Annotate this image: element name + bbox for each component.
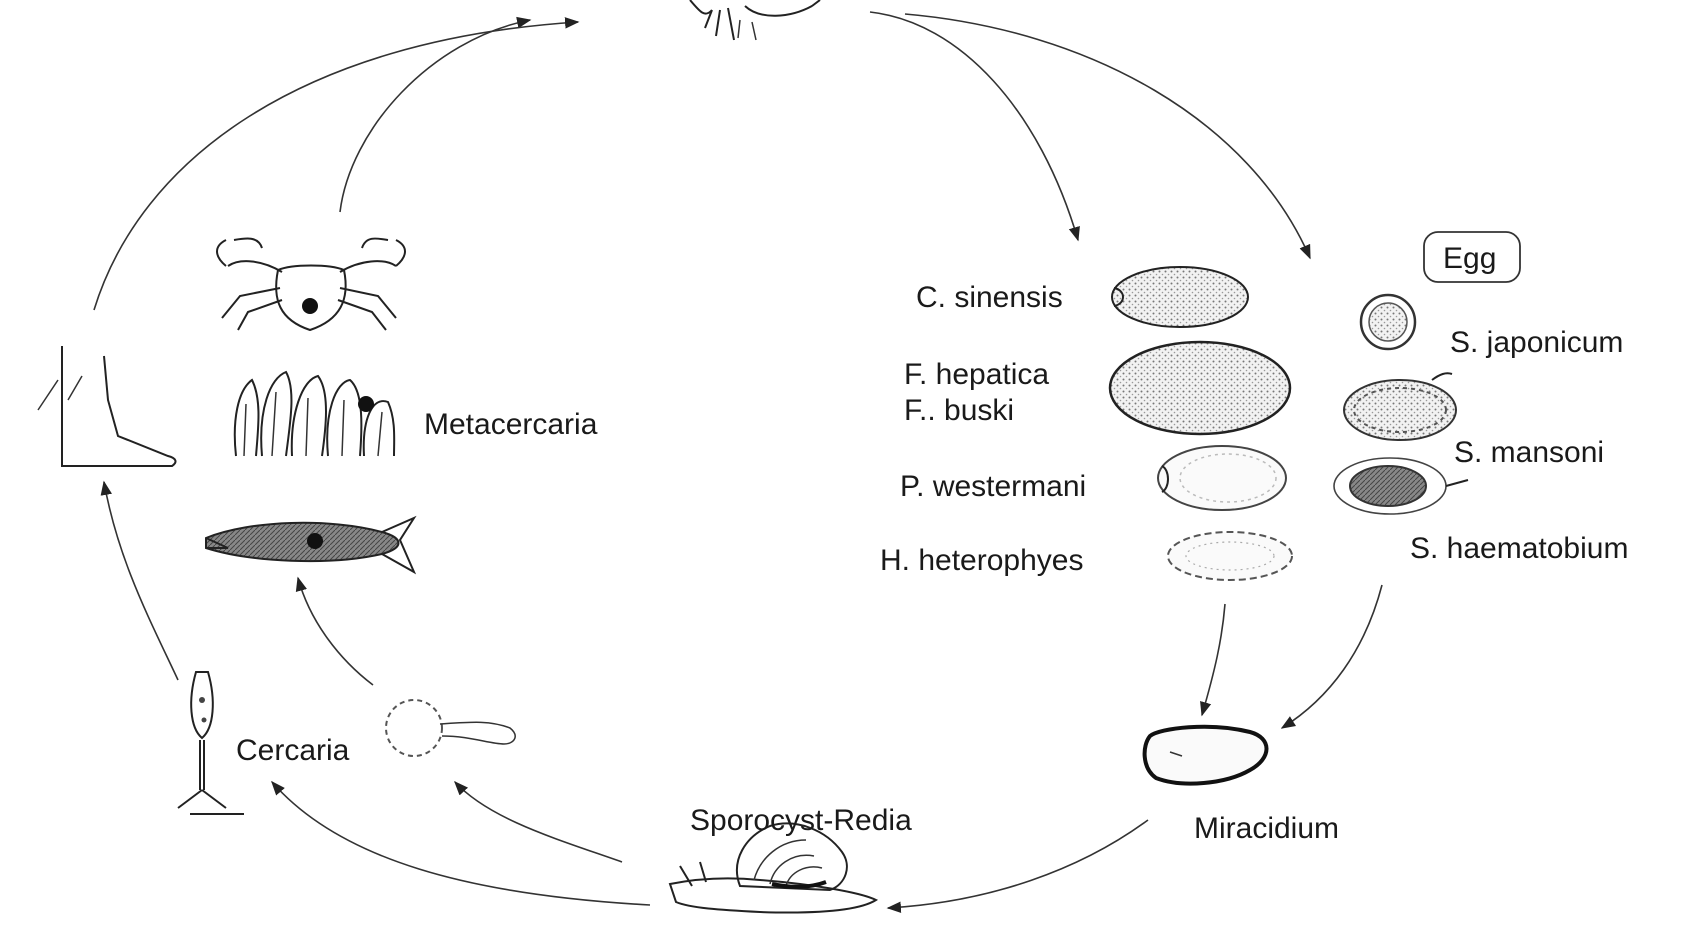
definitive-host-figure [690, 0, 820, 40]
egg-s-mansoni-figure [1344, 373, 1456, 440]
water-plant-figure [235, 372, 394, 456]
label-f-buski: F.. buski [904, 394, 1014, 427]
egg-s-japonicum-figure [1361, 295, 1415, 349]
label-c-sinensis: C. sinensis [916, 281, 1063, 314]
egg-c-sinensis-figure [1112, 267, 1248, 327]
egg-fasciola-figure [1110, 342, 1290, 434]
arrow-right-eggs-to-miracidium [1282, 585, 1382, 728]
miracidium-figure [1145, 727, 1267, 784]
arrow-snail-to-cercaria [272, 782, 650, 905]
fish-figure [206, 518, 414, 572]
egg-label: Egg [1443, 242, 1496, 275]
label-f-hepatica: F. hepatica [904, 358, 1049, 391]
egg-h-heterophyes-figure [1168, 532, 1292, 580]
arrow-host-to-egg-right [905, 14, 1310, 258]
label-s-mansoni: S. mansoni [1454, 436, 1604, 469]
egg-s-haematobium-figure [1334, 458, 1468, 514]
arrow-cercaria-to-skin [104, 482, 178, 680]
cercaria-tail-figure [386, 700, 515, 756]
crab-figure [217, 238, 405, 330]
label-h-heterophyes: H. heterophyes [880, 544, 1083, 577]
human-leg-figure [38, 346, 175, 466]
label-miracidium: Miracidium [1194, 812, 1339, 845]
arrow-snail-to-cercaria-tail [455, 782, 622, 862]
label-p-westermani: P. westermani [900, 470, 1086, 503]
label-sporocyst-redia: Sporocyst-Redia [690, 804, 912, 837]
arrow-crab-to-host [340, 20, 530, 212]
label-s-japonicum: S. japonicum [1450, 326, 1623, 359]
label-s-haematobium: S. haematobium [1410, 532, 1628, 565]
arrow-host-to-egg-left [870, 12, 1078, 240]
label-cercaria: Cercaria [236, 734, 350, 767]
arrow-cercaria-to-fish [298, 578, 373, 685]
egg-p-westermani-figure [1158, 446, 1286, 510]
arrow-miracidium-to-snail [888, 820, 1148, 908]
cercaria-figure [178, 672, 244, 814]
label-metacercaria: Metacercaria [424, 408, 598, 441]
arrow-left-eggs-to-miracidium [1202, 604, 1225, 715]
